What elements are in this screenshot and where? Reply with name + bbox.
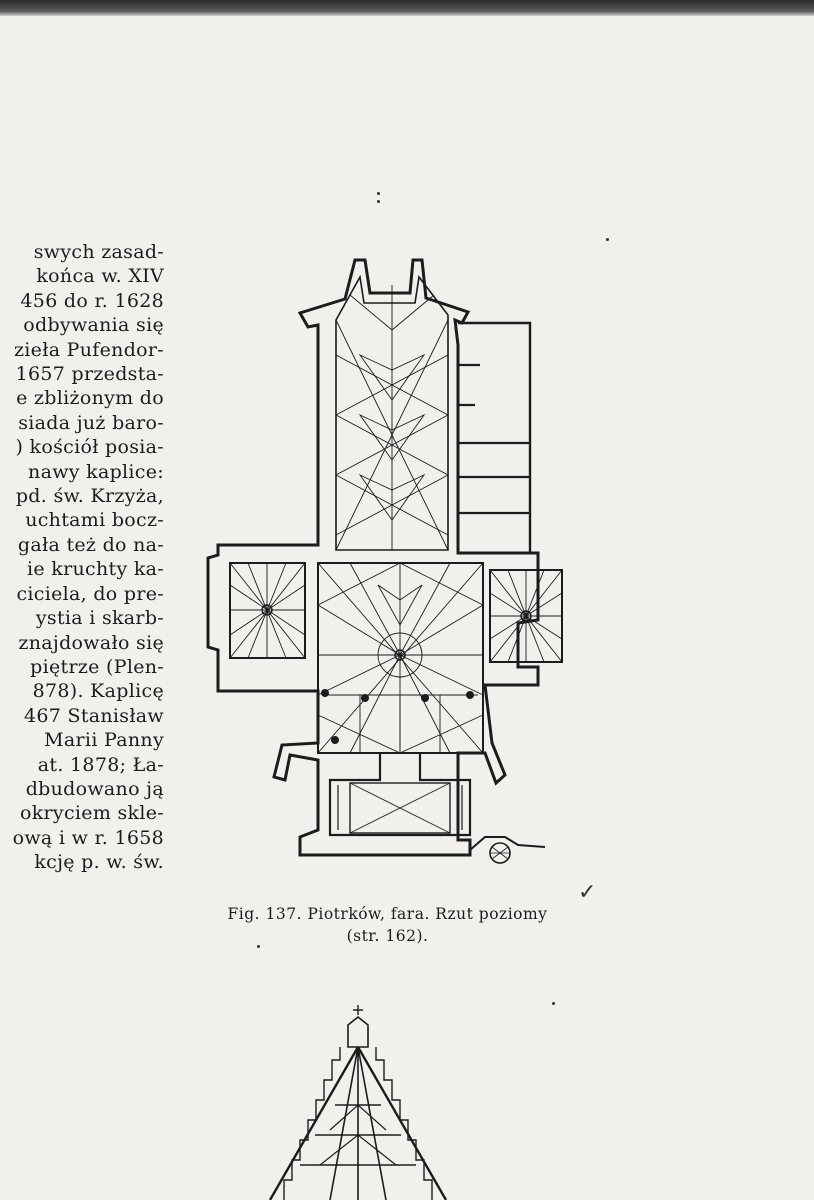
text-line: siada już baro- xyxy=(18,411,164,434)
text-line: zieła Pufendor- xyxy=(14,338,164,361)
text-line: ) kościół posia- xyxy=(15,436,164,459)
text-line: znajdowało się xyxy=(18,631,164,654)
text-line: okryciem skle- xyxy=(20,802,164,825)
text-line: nawy kaplice: xyxy=(28,460,164,483)
text-line: dbudowano ją xyxy=(25,777,164,800)
dust-speck xyxy=(257,945,260,948)
text-line: ie kruchty ka- xyxy=(27,558,164,581)
chapel-ribs xyxy=(229,562,563,663)
text-line: kcję p. w. św. xyxy=(34,851,164,874)
text-line: końca w. XIV xyxy=(36,265,164,288)
text-line: 878). Kaplicę xyxy=(32,680,164,703)
text-line: ciciela, do pre- xyxy=(16,582,164,605)
film-top-edge xyxy=(0,0,814,16)
dust-speck xyxy=(377,200,380,203)
dust-speck xyxy=(606,238,609,241)
text-line: pd. św. Krzyża, xyxy=(15,485,164,508)
check-mark-icon: ✓ xyxy=(578,880,597,905)
text-line: gała też do na- xyxy=(17,533,164,556)
text-line: at. 1878; Ła- xyxy=(37,753,164,776)
dust-speck xyxy=(552,1002,555,1005)
text-line: uchtami bocz- xyxy=(25,509,164,532)
figure-caption: Fig. 137. Piotrków, fara. Rzut poziomy (… xyxy=(195,903,580,947)
text-line: e zbliżonym do xyxy=(16,387,164,410)
text-line: piętrze (Plen- xyxy=(30,655,164,678)
text-line: 467 Stanisław xyxy=(24,704,164,727)
choir-vault-ribs xyxy=(335,285,449,551)
text-line: 456 do r. 1628 xyxy=(20,289,164,312)
text-line: 1657 przedsta- xyxy=(15,363,164,386)
text-line: ystia i skarb- xyxy=(35,607,164,630)
text-line: ową i w r. 1658 xyxy=(12,826,164,849)
text-line: Marii Panny xyxy=(44,729,164,752)
nave-vault-ribs xyxy=(317,562,484,754)
dust-speck xyxy=(377,192,380,195)
caption-line-2: (str. 162). xyxy=(346,927,429,945)
gable-elevation-drawing xyxy=(268,1005,448,1200)
caption-line-1: Fig. 137. Piotrków, fara. Rzut poziomy xyxy=(227,905,548,923)
text-line: odbywania się xyxy=(23,314,164,337)
church-floor-plan xyxy=(206,258,563,864)
text-line: swych zasad- xyxy=(33,241,164,263)
